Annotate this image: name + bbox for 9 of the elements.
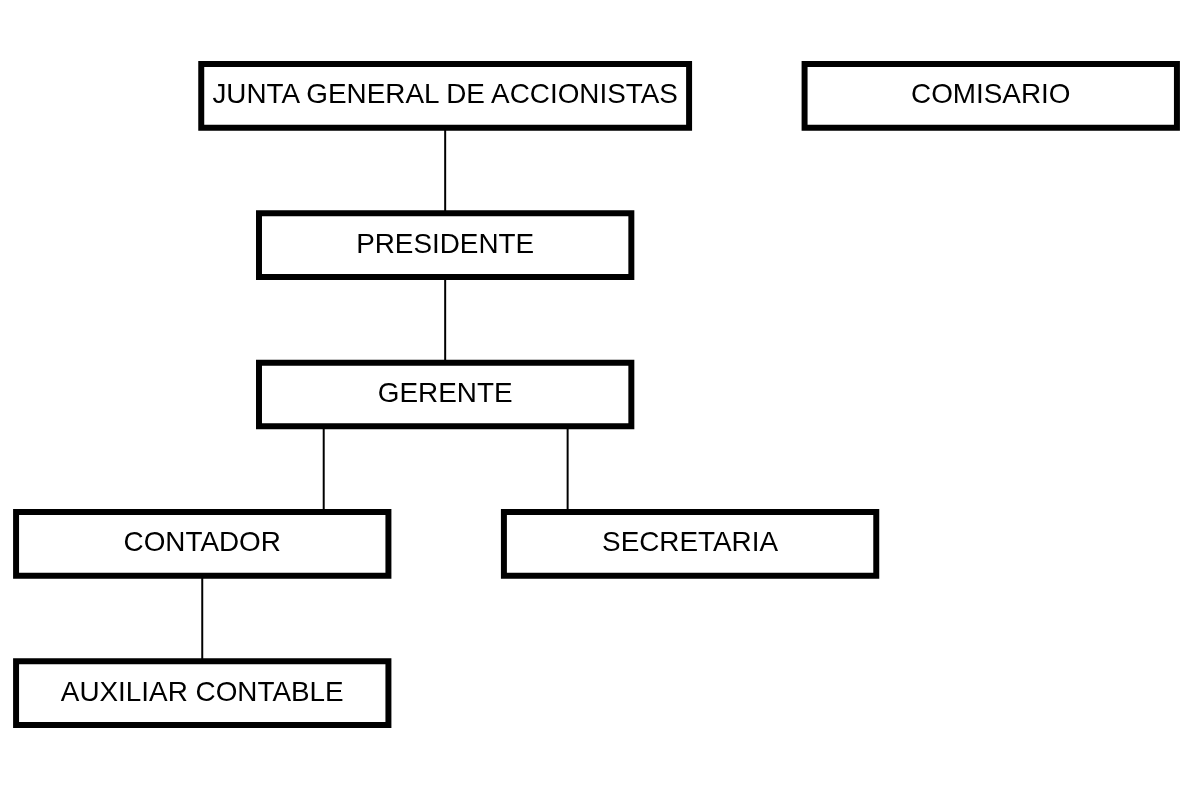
- node-box: JUNTA GENERAL DE ACCIONISTAS: [198, 60, 693, 131]
- node-box: COMISARIO: [801, 60, 1180, 131]
- node-box: SECRETARIA: [500, 509, 880, 579]
- connector: [444, 127, 447, 214]
- node-box: GERENTE: [256, 359, 635, 430]
- node-box: AUXILIAR CONTABLE: [13, 658, 392, 729]
- connector: [201, 575, 204, 662]
- node-box: PRESIDENTE: [256, 210, 635, 280]
- node-box: CONTADOR: [13, 509, 392, 579]
